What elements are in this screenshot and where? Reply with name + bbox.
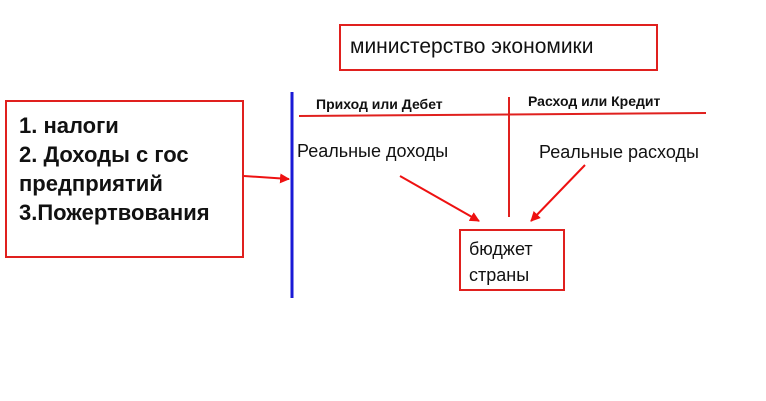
income-to-budget-arrow [399, 175, 480, 222]
real-income-label: Реальные доходы [297, 141, 449, 161]
budget-line: страны [469, 265, 530, 285]
ministry-box: министерство экономики [339, 24, 658, 71]
debit-label: Приход или Дебет [316, 96, 443, 112]
country-budget-box: бюджет страны [459, 229, 565, 291]
budget-line: бюджет [469, 239, 533, 259]
source-item: 3.Пожертвования [19, 200, 210, 225]
t-account-horizontal-line [298, 112, 707, 117]
sources-to-ledger-arrow [243, 173, 290, 184]
source-item: предприятий [19, 171, 163, 196]
real-expenses-label: Реальные расходы [539, 142, 699, 162]
credit-label: Расход или Кредит [528, 93, 661, 109]
source-item: 1. налоги [19, 113, 119, 138]
expenses-to-budget-arrow [530, 164, 586, 222]
source-item: 2. Доходы с гос [19, 142, 189, 167]
ministry-title: министерство экономики [350, 35, 594, 58]
revenue-sources-box: 1. налоги 2. Доходы с гос предприятий 3.… [5, 100, 244, 258]
